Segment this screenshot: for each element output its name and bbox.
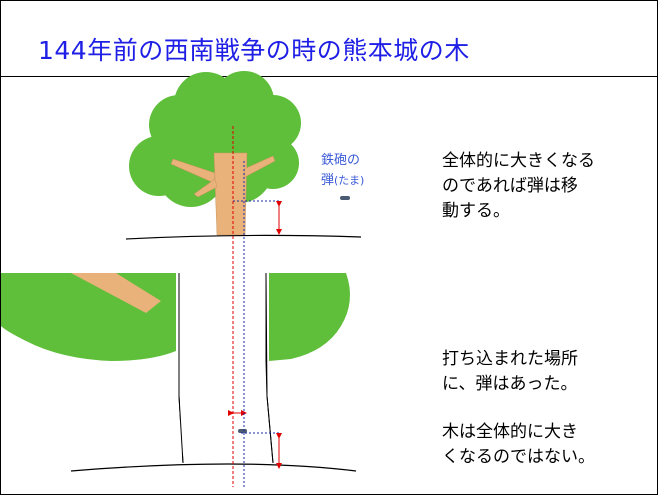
- small-tree-ground: [125, 234, 362, 240]
- large-tree-trunk-fill: [180, 273, 265, 453]
- bullet-label: 鉄砲の 弾(たま): [321, 151, 364, 191]
- note-middle: 打ち込まれた場所 に、弾はあった。: [442, 347, 578, 397]
- note-middle-line2: に、弾はあった。: [442, 374, 578, 394]
- note-top-line1: 全体的に大きくなる: [442, 151, 595, 171]
- note-bottom-line2: くなるのではない。: [442, 447, 595, 467]
- small-tree: [125, 71, 362, 240]
- bullet-large: [238, 429, 247, 433]
- slide-title: 144年前の西南戦争の時の熊本城の木: [38, 36, 470, 65]
- note-bottom-line1: 木は全体的に大き: [442, 422, 578, 442]
- note-middle-line1: 打ち込まれた場所: [442, 349, 578, 369]
- large-tree-foliage: [1, 273, 350, 361]
- note-top-line2: のであれば弾は移: [442, 176, 578, 196]
- note-bottom: 木は全体的に大き くなるのではない。: [442, 420, 595, 470]
- large-tree-ground: [70, 463, 357, 472]
- bullet-label-line1: 鉄砲の: [321, 153, 361, 168]
- title-divider: [1, 76, 657, 77]
- large-tree: [1, 272, 357, 472]
- note-top-line3: 動する。: [442, 201, 510, 221]
- bullet-small: [340, 196, 350, 200]
- large-tree-branch: [71, 273, 161, 313]
- note-top: 全体的に大きくなる のであれば弾は移 動する。: [442, 149, 595, 224]
- small-tree-trunk: [170, 152, 276, 236]
- bullet-label-line2: 弾(たま): [321, 173, 365, 188]
